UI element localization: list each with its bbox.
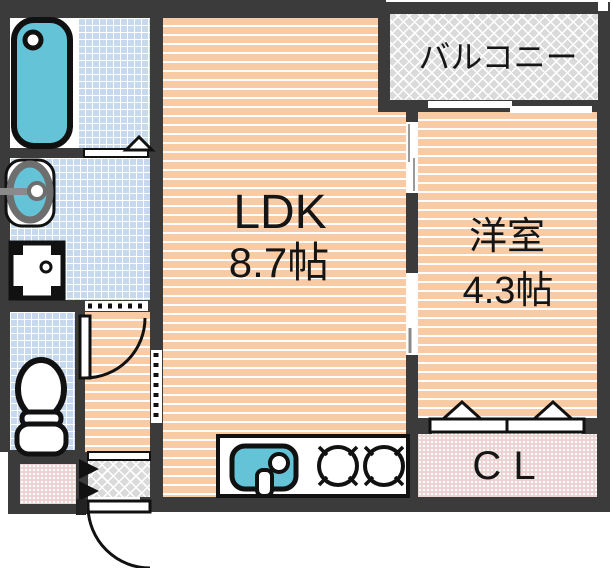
bathtub-icon	[11, 17, 73, 149]
right-wall	[597, 105, 610, 512]
washroom-sliding-door-icon	[85, 301, 148, 311]
washing-machine-pan-icon	[8, 240, 66, 301]
closet-label: CL	[472, 444, 548, 488]
ldk-label: LDK	[233, 186, 327, 239]
shoe-cabinet	[20, 464, 76, 504]
balcony-deck	[390, 14, 598, 100]
left-wall	[0, 0, 10, 452]
toilet-door-icon	[78, 314, 147, 380]
kitchen-counter-icon	[216, 434, 410, 498]
western-room-area-label: 4.3帖	[462, 270, 554, 312]
bedroom-floor	[418, 112, 597, 420]
shoe-cabinet-door-icon	[79, 459, 99, 501]
top-wall	[0, 0, 386, 18]
toilet-hall-wall	[75, 312, 85, 450]
hall-ldk-sliding-door-icon	[151, 350, 162, 423]
hallway-floor	[85, 312, 150, 452]
bottom-wall	[150, 497, 610, 512]
balcony-label: バルコニー	[418, 39, 578, 75]
bathroom-door-icon	[83, 134, 156, 158]
genkan-step-icon	[87, 451, 151, 461]
balcony-window-bar-2	[510, 106, 592, 113]
stove-burner-left-icon	[317, 445, 359, 487]
closet-bifold-doors-icon	[428, 399, 586, 434]
bathroom-washroom-wall	[10, 148, 150, 158]
bathroom-ldk-wall	[150, 18, 163, 312]
ldk-floor	[163, 18, 406, 497]
ldk-area-label: 8.7帖	[228, 239, 330, 286]
stove-burner-right-icon	[363, 445, 405, 487]
balcony-corner-gap	[598, 2, 608, 11]
balcony-window-bar-1	[428, 101, 512, 108]
toilet-icon	[14, 357, 69, 457]
room-partition-sliding-leaves-icon	[408, 124, 415, 353]
entrance-door-icon	[76, 499, 152, 568]
bathroom-tile-floor	[78, 18, 150, 148]
washbasin-icon	[0, 158, 56, 228]
closet-wall-stub-right	[582, 418, 598, 434]
western-room-label: 洋室	[468, 216, 546, 258]
